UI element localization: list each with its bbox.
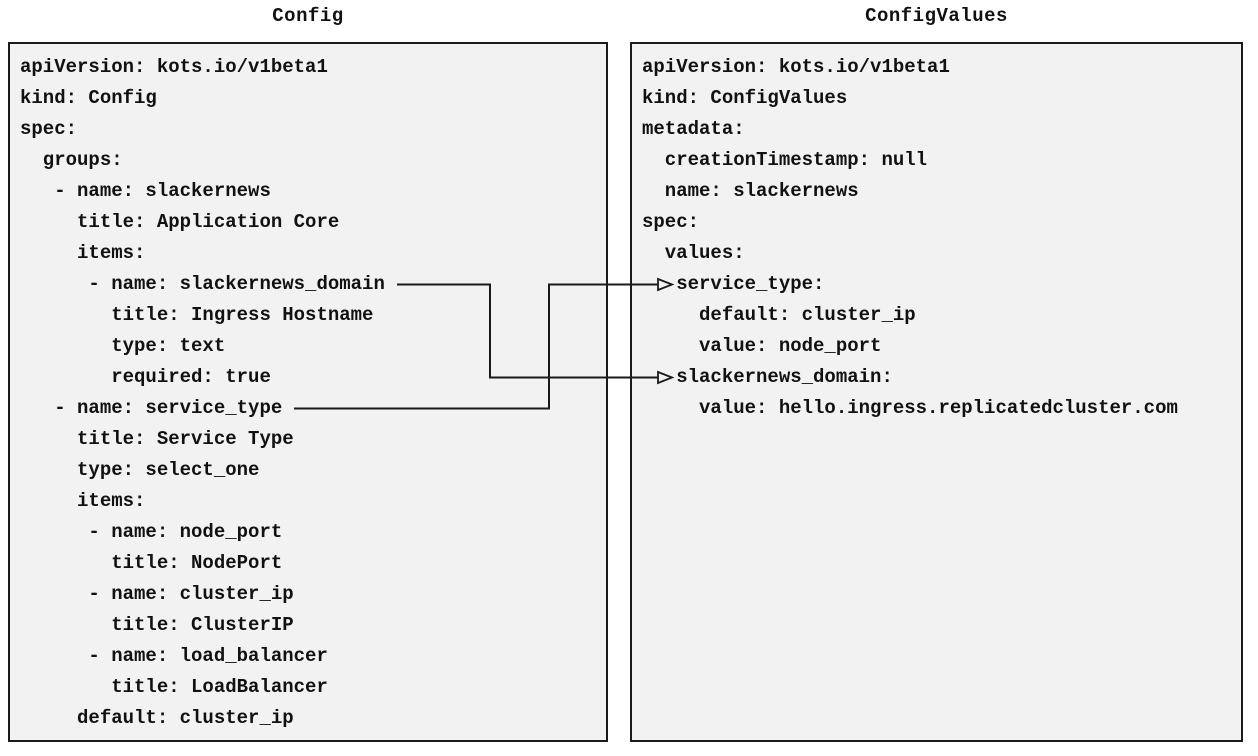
- config-panel-title: Config: [272, 5, 344, 27]
- configvalues-panel: apiVersion: kots.io/v1beta1 kind: Config…: [630, 42, 1243, 742]
- configvalues-panel-title: ConfigValues: [865, 5, 1008, 27]
- config-panel: apiVersion: kots.io/v1beta1 kind: Config…: [8, 42, 608, 742]
- configvalues-yaml-code: apiVersion: kots.io/v1beta1 kind: Config…: [642, 56, 1178, 419]
- config-yaml-code: apiVersion: kots.io/v1beta1 kind: Config…: [20, 56, 385, 729]
